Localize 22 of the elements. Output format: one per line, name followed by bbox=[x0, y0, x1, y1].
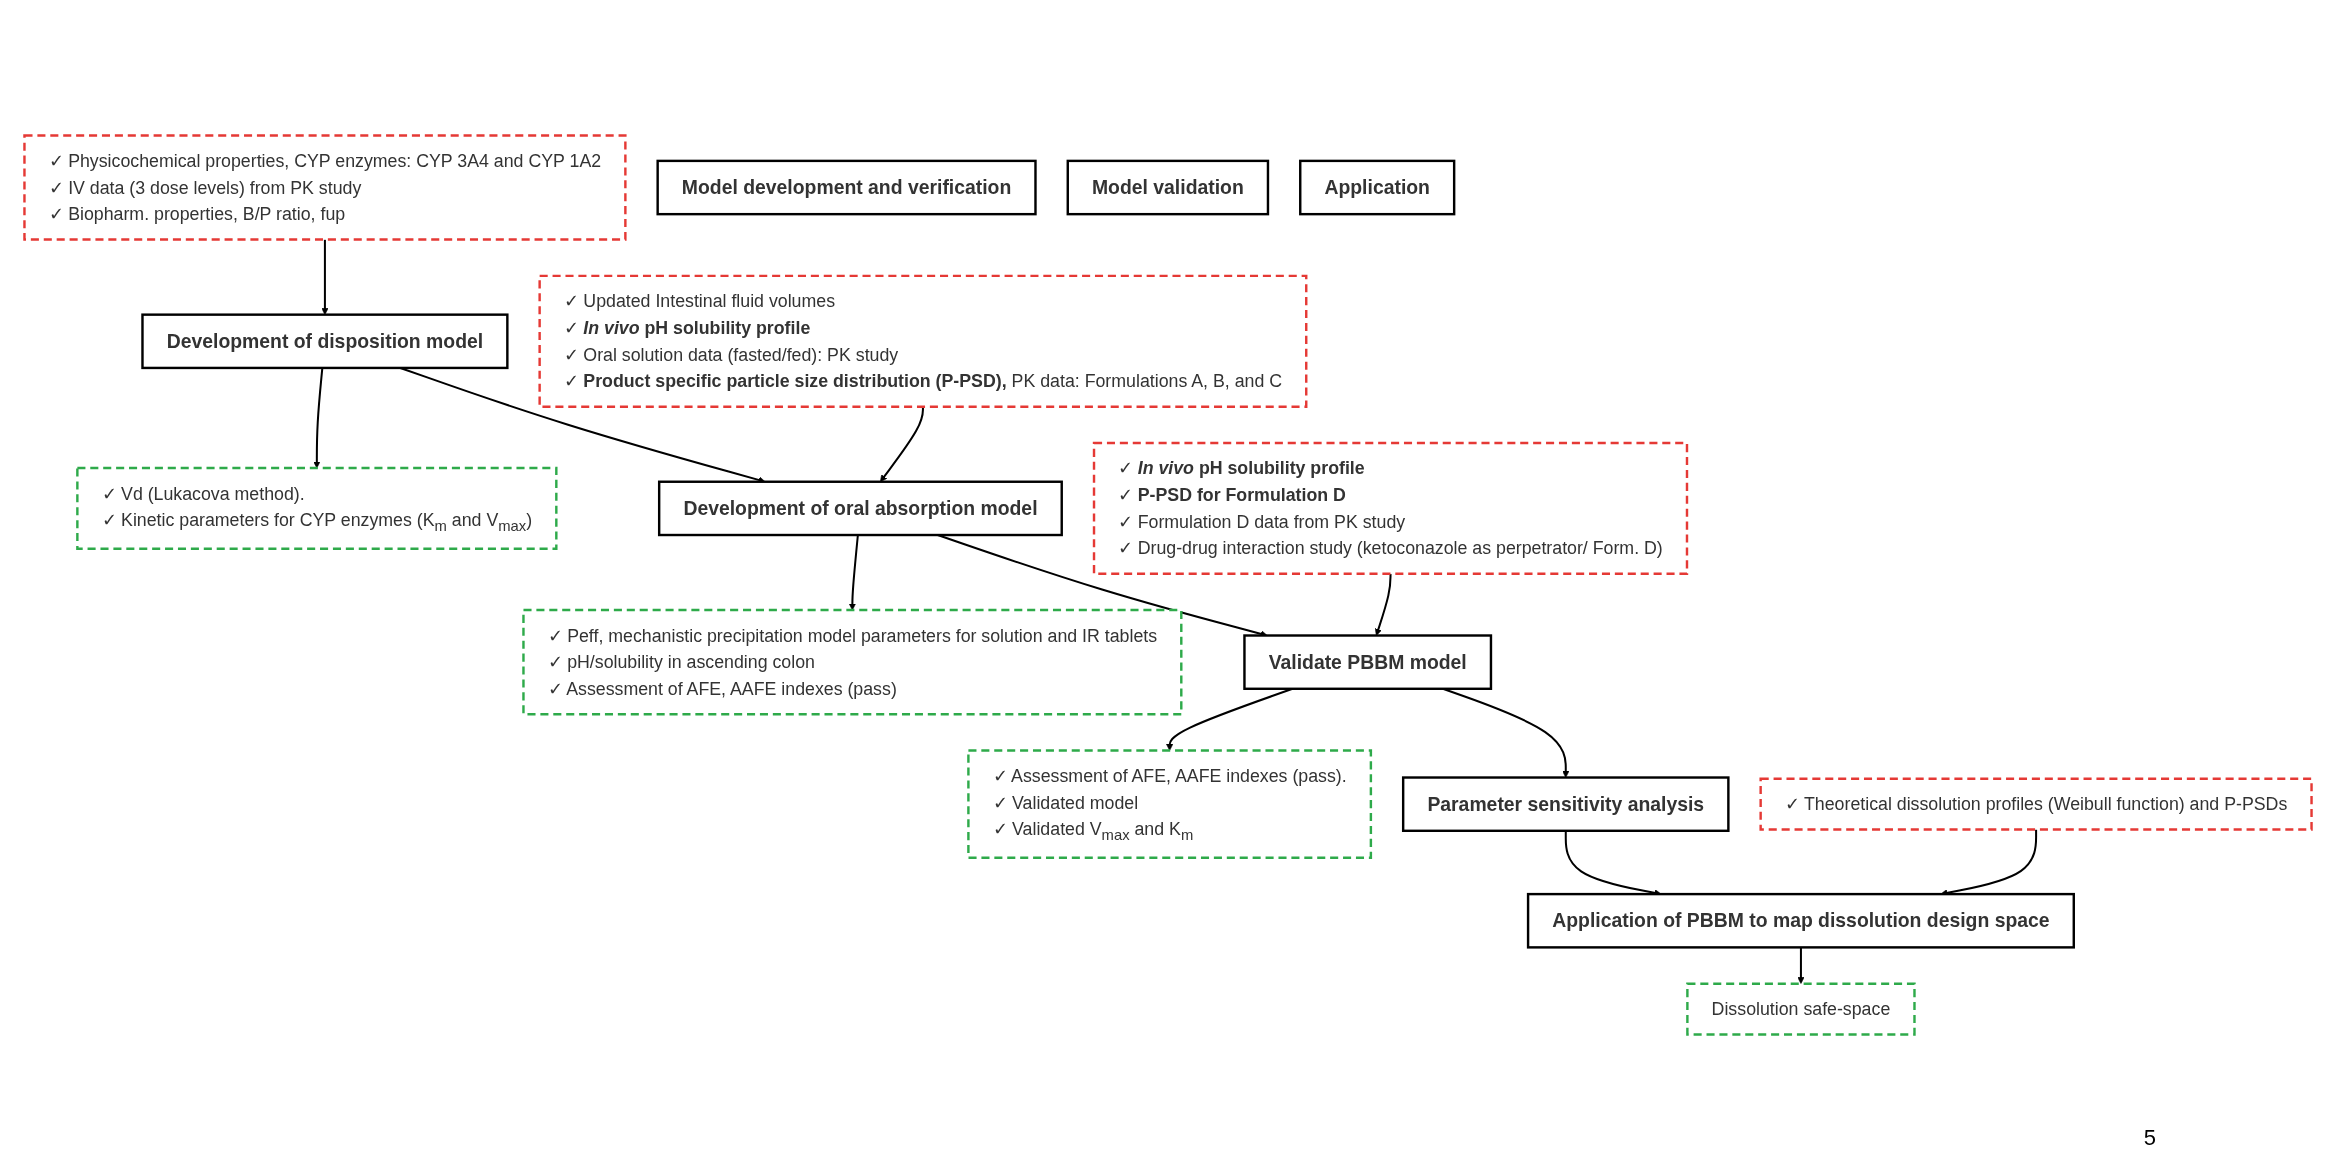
arrow bbox=[848, 535, 859, 611]
node-box: Development of disposition model bbox=[141, 313, 509, 370]
node-box: Validate PBBM model bbox=[1243, 634, 1493, 691]
node-box: Model validation bbox=[1066, 160, 1270, 216]
arrow bbox=[880, 407, 924, 483]
page-number: 5 bbox=[2143, 1125, 2156, 1151]
node-box: Model development and verification bbox=[656, 160, 1037, 216]
node-box: ✓ Updated Intestinal fluid volumes ✓ In vivo pH solubility profile ✓ Oral solution data (fasted/fed): PK study ✓ Product specific particle size distribution (P-PSD), PK data: Formulations A, B, and C bbox=[538, 275, 1308, 409]
arrow bbox=[313, 368, 324, 469]
node-box: ✓ Assessment of AFE, AAFE indexes (pass). ✓ Validated model ✓ Validated V$_{max}$ and K$_{m}$ bbox=[967, 749, 1373, 860]
node-box: ✓ Vd (Lukacova method). ✓ Kinetic parameters for CYP enzymes (K$_{m}$ and V$_{max}$) bbox=[76, 467, 558, 551]
node-box: Dissolution safe-space bbox=[1686, 983, 1916, 1037]
node-box: Application bbox=[1299, 160, 1456, 216]
arrow bbox=[321, 240, 329, 316]
node-box: ✓ Theoretical dissolution profiles (Weibull function) and P-PSDs bbox=[1759, 778, 2313, 832]
node-box: Development of oral absorption model bbox=[657, 481, 1063, 537]
node-box: ✓ In vivo pH solubility profile ✓ P-PSD for Formulation D ✓ Formulation D data from PK study ✓ Drug-drug interaction study (ketoconazole as perpetrator/ Form. D) bbox=[1092, 442, 1689, 576]
node-box: Application of PBBM to map dissolution design space bbox=[1526, 893, 2075, 950]
arrow bbox=[1797, 947, 1805, 985]
node-box: ✓ Physicochemical properties, CYP enzymes: CYP 3A4 and CYP 1A2 ✓ IV data (3 dose levels) from PK study ✓ Biopharm. properties, B/P ratio, fup bbox=[23, 134, 627, 242]
node-box: Parameter sensitivity analysis bbox=[1401, 776, 1730, 833]
node-box: ✓ Peff, mechanistic precipitation model parameters for solution and IR tablets ✓ pH/solubility in ascending colon ✓ Assessment of AFE, AAFE indexes (pass) bbox=[522, 609, 1183, 716]
